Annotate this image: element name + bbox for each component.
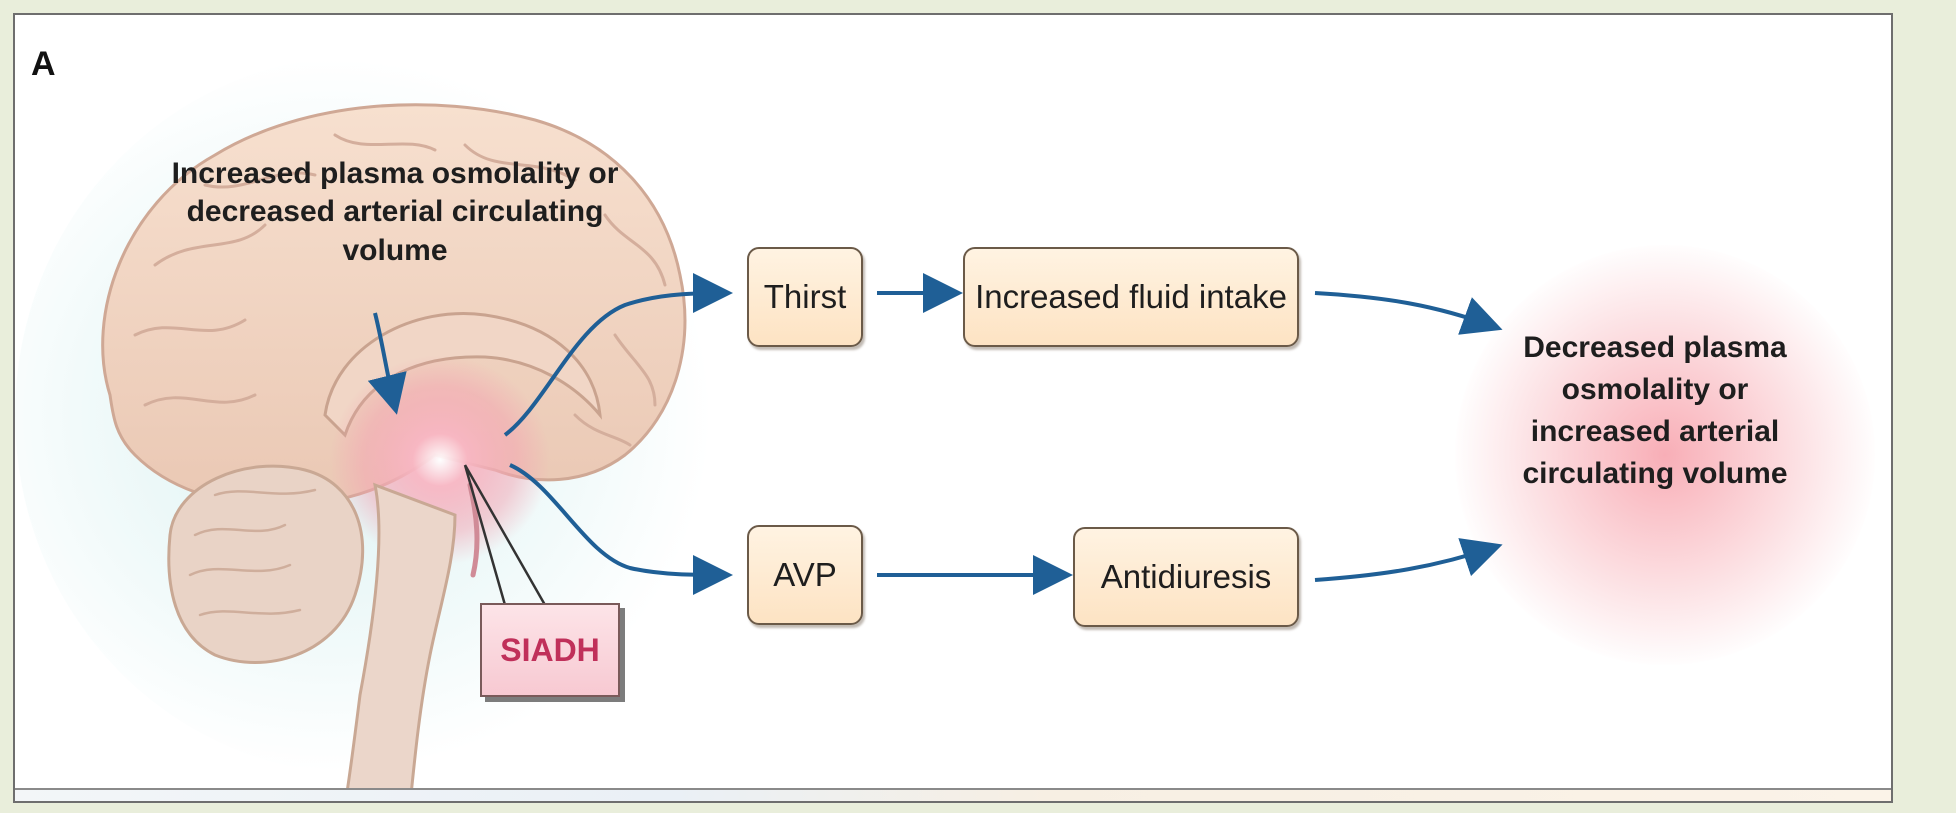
outcome-line-3: increased arterial: [1505, 411, 1805, 453]
siadh-label: SIADH: [500, 632, 600, 669]
stimulus-line-2: decreased arterial circulating volume: [135, 193, 655, 270]
antidiuresis-to-outcome-arrow: [1315, 547, 1495, 580]
fluid-intake-label: Increased fluid intake: [975, 278, 1287, 316]
stimulus-label: Increased plasma osmolality or decreased…: [135, 155, 655, 270]
fluid-to-outcome-arrow: [1315, 293, 1495, 327]
outcome-line-4: circulating volume: [1505, 453, 1805, 495]
antidiuresis-box: Antidiuresis: [1073, 527, 1299, 627]
antidiuresis-label: Antidiuresis: [1101, 558, 1272, 596]
thirst-label: Thirst: [764, 278, 847, 316]
avp-label: AVP: [773, 556, 837, 594]
figure-panel: A: [13, 13, 1893, 803]
siadh-callout: SIADH: [480, 603, 620, 697]
hypothalamus-to-avp-arrow: [510, 465, 725, 575]
outcome-line-1: Decreased plasma: [1505, 327, 1805, 369]
outcome-label: Decreased plasma osmolality or increased…: [1505, 327, 1805, 495]
avp-box: AVP: [747, 525, 863, 625]
outcome-line-2: osmolality or: [1505, 369, 1805, 411]
fluid-intake-box: Increased fluid intake: [963, 247, 1299, 347]
panel-b-preview: [15, 790, 1891, 803]
stimulus-line-1: Increased plasma osmolality or: [135, 155, 655, 193]
hypothalamus-to-thirst-arrow: [505, 293, 725, 435]
thirst-box: Thirst: [747, 247, 863, 347]
stimulus-arrow: [375, 313, 395, 407]
